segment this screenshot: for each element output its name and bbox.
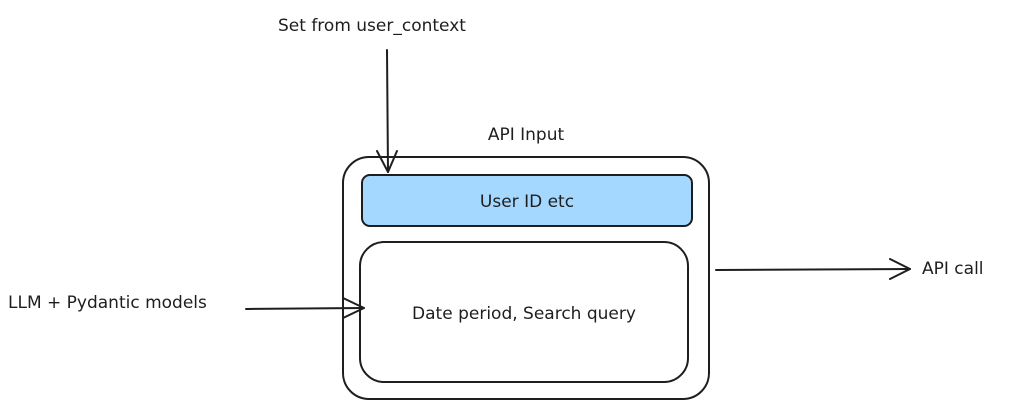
- main-box-label: Date period, Search query: [412, 304, 636, 324]
- right-label: API call: [922, 259, 984, 279]
- container-label: API Input: [488, 125, 565, 145]
- context-arrow: [376, 49, 398, 173]
- left-label: LLM + Pydantic models: [8, 293, 207, 313]
- query-box: [359, 241, 689, 383]
- api-input-container: [342, 156, 710, 400]
- user-box-label: User ID etc: [480, 192, 574, 212]
- llm-arrow: [245, 297, 365, 319]
- top-label: Set from user_context: [278, 16, 466, 36]
- api-call-arrow: [715, 258, 911, 280]
- user-id-box: [361, 174, 693, 227]
